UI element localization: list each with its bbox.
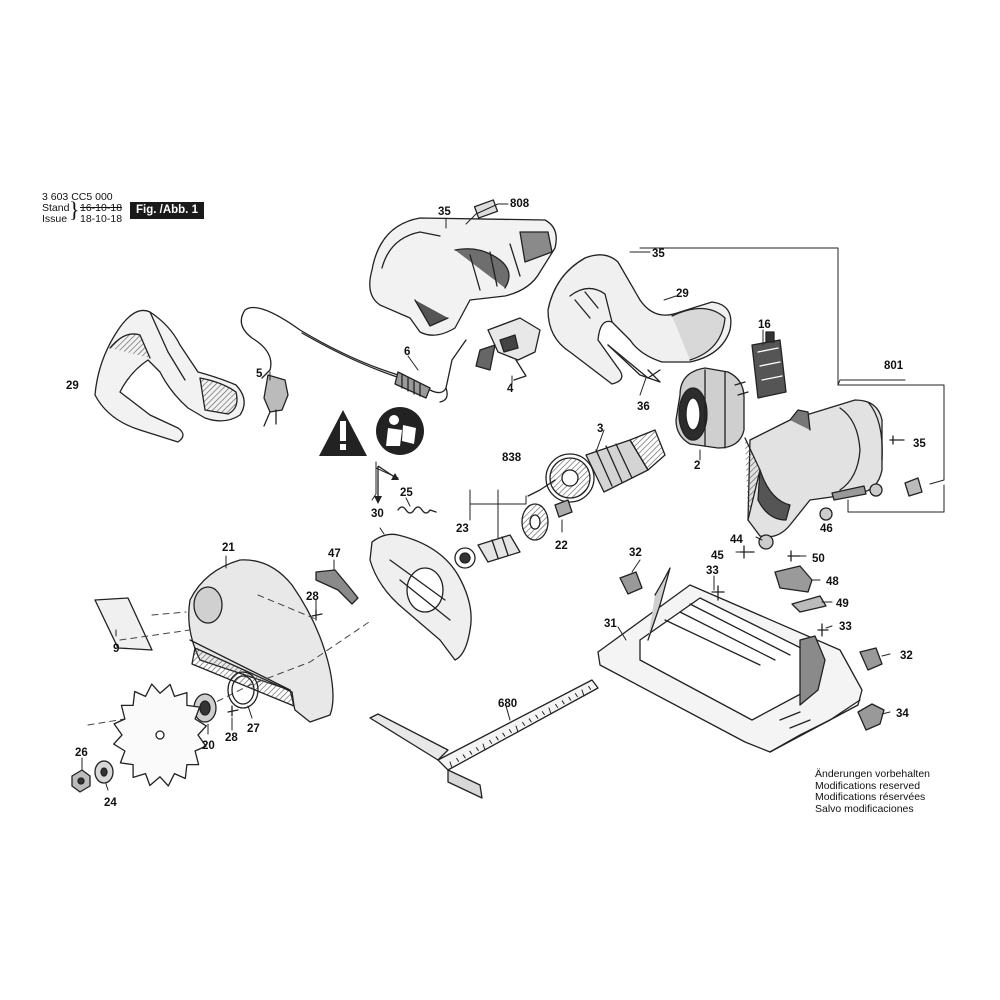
handle-upper-29 [547, 254, 732, 385]
brush-holder-16 [751, 331, 787, 399]
lower-guard-30 [369, 533, 472, 661]
read-manual-icon [376, 407, 424, 455]
motor-housing-808 [369, 199, 557, 336]
issue-label: Issue [42, 213, 68, 225]
power-cable-5 [240, 306, 467, 427]
callout-22: 22 [555, 540, 568, 552]
notice-line-en: Modifications reserved [815, 779, 921, 792]
callout-29a: 29 [676, 288, 689, 300]
label-sheet-9 [94, 597, 153, 651]
callout-680: 680 [498, 698, 517, 710]
callout-50: 50 [812, 553, 825, 565]
lever-47 [315, 569, 359, 605]
arrow-down-head [374, 496, 382, 504]
callout-36: 36 [637, 401, 650, 413]
notice-line-de: Änderungen vorbehalten [815, 768, 931, 780]
callout-46: 46 [820, 523, 833, 535]
callout-25: 25 [400, 487, 413, 499]
motor-assembly-801 [744, 399, 883, 538]
callout-48: 48 [826, 576, 839, 588]
screw-33b [817, 623, 829, 637]
pins-and-screws [739, 435, 923, 562]
upper-blade-guard-21 [188, 559, 334, 723]
callout-26: 26 [75, 747, 88, 759]
stand-date: 16-10-18 [80, 202, 123, 214]
knob-32a [619, 571, 643, 595]
arrow-right-head [391, 473, 399, 480]
callout-33a: 33 [706, 565, 719, 577]
callout-5: 5 [256, 368, 263, 380]
clamp-49 [791, 595, 827, 613]
screw-28b [227, 705, 239, 717]
callout-34: 34 [896, 708, 909, 720]
handle-left-29 [94, 309, 245, 443]
callout-49: 49 [836, 598, 849, 610]
callout-27: 27 [247, 723, 260, 735]
screw-33a [711, 585, 725, 601]
callout-801: 801 [884, 360, 904, 372]
ring-27 [227, 671, 259, 709]
header-brace: } [69, 197, 80, 222]
parallel-guide-680 [369, 679, 599, 799]
callout-21: 21 [222, 542, 235, 554]
callout-45: 45 [711, 550, 724, 562]
callout-44: 44 [730, 534, 743, 546]
callout-32a: 32 [629, 547, 642, 559]
callout-4: 4 [507, 383, 514, 395]
spring-25 [397, 506, 437, 514]
flange-20 [193, 693, 217, 723]
callout-35b: 35 [652, 248, 665, 260]
callout-2: 2 [694, 460, 700, 472]
allen-key-36 [607, 344, 661, 379]
bearing-set-838 [454, 499, 573, 569]
callout-layer: 8083535352929166543680132838253023224644… [66, 198, 926, 809]
arrow-right [377, 465, 397, 479]
ring-27-inner [231, 675, 255, 705]
bracket-48 [774, 565, 813, 593]
callout-35a: 35 [438, 206, 451, 218]
callout-23: 23 [456, 523, 469, 535]
callout-6: 6 [404, 346, 410, 358]
leader-lines [81, 203, 945, 791]
callout-3: 3 [597, 423, 603, 435]
stand-label: Stand [42, 202, 70, 214]
callout-24: 24 [104, 797, 117, 809]
callout-808: 808 [510, 198, 530, 210]
callout-9: 9 [113, 643, 119, 655]
callout-32b: 32 [900, 650, 913, 662]
callout-29b: 29 [66, 380, 79, 392]
part-number: 3 603 CC5 000 [42, 191, 113, 203]
warning-icon [319, 410, 367, 456]
callout-33b: 33 [839, 621, 852, 633]
modifications-notice: Änderungen vorbehalten Modifications res… [815, 768, 931, 815]
notice-line-fr: Modifications réservées [815, 791, 926, 804]
armature-3 [527, 429, 666, 503]
knob-32b [859, 647, 883, 671]
base-plate-31 [597, 567, 863, 753]
callout-28a: 28 [306, 591, 319, 603]
callout-31: 31 [604, 618, 617, 630]
callout-30: 30 [371, 508, 384, 520]
bolt-26 [71, 769, 91, 793]
issue-date: 18-10-18 [80, 213, 123, 225]
clamp-lever-34 [857, 703, 885, 731]
stator-2 [675, 367, 749, 449]
callout-35c: 35 [913, 438, 926, 450]
figure-label: Fig. /Abb. 1 [130, 202, 204, 219]
callout-16: 16 [758, 319, 771, 331]
callout-20: 20 [202, 740, 215, 752]
saw-blade [113, 683, 207, 787]
callout-47: 47 [328, 548, 341, 560]
notice-line-es: Salvo modificaciones [815, 802, 914, 815]
callout-838: 838 [502, 452, 522, 464]
callout-28b: 28 [225, 732, 238, 744]
switch-4 [475, 317, 541, 381]
washer-24 [94, 760, 114, 784]
